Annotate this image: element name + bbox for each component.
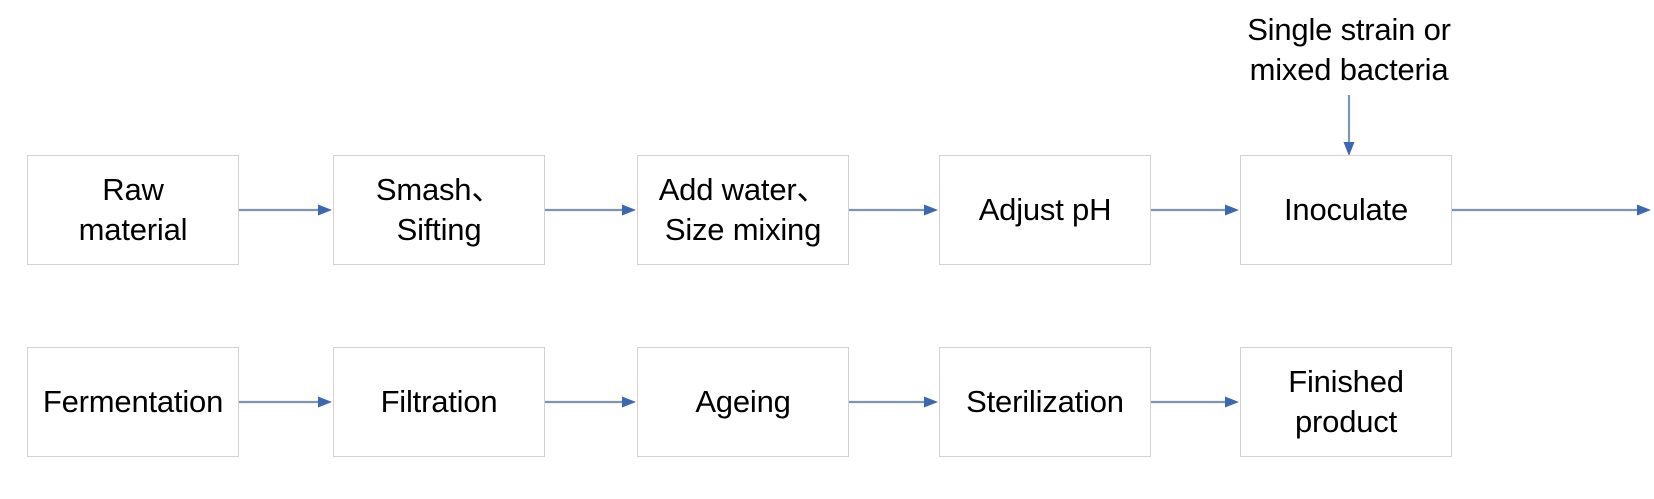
node-add-water-size-mixing[interactable]: Add water、 Size mixing — [637, 155, 849, 265]
arrow-add-water-to-adjust-ph — [849, 203, 939, 217]
arrow-smash-sifting-to-add-water — [545, 203, 637, 217]
node-smash-sifting[interactable]: Smash、 Sifting — [333, 155, 545, 265]
arrow-raw-material-to-smash-sifting — [239, 203, 333, 217]
arrow-sterilization-to-finished-product — [1151, 395, 1240, 409]
node-inoculate[interactable]: Inoculate — [1240, 155, 1452, 265]
annotation-single-strain-or-mixed-bacteria: Single strain or mixed bacteria — [1247, 12, 1451, 88]
node-raw-material[interactable]: Raw material — [27, 155, 239, 265]
arrow-filtration-to-ageing — [545, 395, 637, 409]
node-ageing[interactable]: Ageing — [637, 347, 849, 457]
arrow-ageing-to-sterilization — [849, 395, 939, 409]
node-filtration[interactable]: Filtration — [333, 347, 545, 457]
node-sterilization[interactable]: Sterilization — [939, 347, 1151, 457]
arrow-annotation-to-inoculate — [1342, 95, 1356, 157]
arrow-fermentation-to-filtration — [239, 395, 333, 409]
arrow-adjust-ph-to-inoculate — [1151, 203, 1240, 217]
node-adjust-ph[interactable]: Adjust pH — [939, 155, 1151, 265]
node-finished-product[interactable]: Finished product — [1240, 347, 1452, 457]
node-fermentation[interactable]: Fermentation — [27, 347, 239, 457]
arrow-inoculate-to-fermentation — [1452, 203, 1652, 217]
